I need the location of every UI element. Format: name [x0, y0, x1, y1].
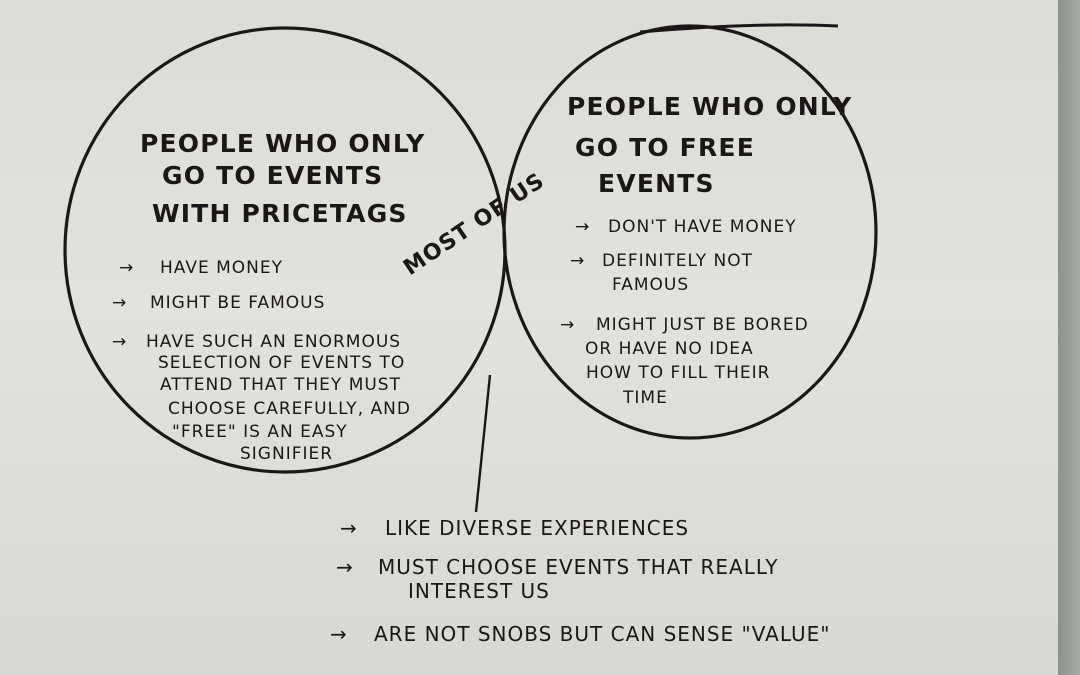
arrow-icon: →	[560, 315, 575, 335]
intersection-items: → LIKE DIVERSE EXPERIENCES → MUST CHOOSE…	[330, 516, 830, 646]
left-set-title: PEOPLE WHO ONLY GO TO EVENTS WITH PRICET…	[140, 129, 425, 228]
arrow-icon: →	[112, 293, 127, 313]
list-item: TIME	[622, 388, 668, 408]
right-title-line: EVENTS	[598, 169, 715, 198]
circle-overdraw-tail	[639, 23, 839, 34]
list-item: DEFINITELY NOT	[602, 251, 753, 271]
list-item: HAVE SUCH AN ENORMOUS	[146, 332, 401, 352]
list-item: "FREE" IS AN EASY	[172, 422, 348, 442]
list-item: MUST CHOOSE EVENTS THAT REALLY	[378, 555, 779, 579]
arrow-icon: →	[570, 251, 585, 271]
list-item: MIGHT JUST BE BORED	[596, 315, 809, 335]
arrow-icon: →	[575, 217, 590, 237]
list-item: SELECTION OF EVENTS TO	[158, 353, 405, 373]
left-title-line: WITH PRICETAGS	[152, 199, 408, 228]
left-title-line: GO TO EVENTS	[162, 161, 383, 190]
table-edge	[1058, 0, 1080, 675]
list-item: SIGNIFIER	[240, 444, 333, 464]
list-item: OR HAVE NO IDEA	[585, 339, 754, 359]
right-set-items: → DON'T HAVE MONEY → DEFINITELY NOT FAMO…	[560, 217, 809, 408]
right-title-line: PEOPLE WHO ONLY	[567, 92, 852, 121]
arrow-icon: →	[112, 332, 127, 352]
arrow-icon: →	[330, 622, 348, 646]
list-item: LIKE DIVERSE EXPERIENCES	[385, 516, 689, 540]
list-item: MIGHT BE FAMOUS	[150, 293, 325, 313]
list-item: FAMOUS	[612, 275, 689, 295]
left-set-items: → HAVE MONEY → MIGHT BE FAMOUS → HAVE SU…	[112, 258, 411, 464]
intersection-label: MOST OF US	[399, 168, 549, 281]
right-set-circle	[502, 24, 878, 440]
right-title-line: GO TO FREE	[575, 133, 755, 162]
arrow-icon: →	[336, 555, 354, 579]
right-set-title: PEOPLE WHO ONLY GO TO FREE EVENTS	[567, 92, 852, 198]
list-item: DON'T HAVE MONEY	[608, 217, 797, 237]
list-item: ATTEND THAT THEY MUST	[160, 375, 401, 395]
intersection-pointer-line	[474, 374, 492, 513]
left-title-line: PEOPLE WHO ONLY	[140, 129, 425, 158]
arrow-icon: →	[119, 258, 134, 278]
list-item: HOW TO FILL THEIR	[586, 363, 770, 383]
list-item: CHOOSE CAREFULLY, AND	[168, 399, 411, 419]
list-item: HAVE MONEY	[160, 258, 283, 278]
list-item: INTEREST US	[408, 579, 550, 603]
arrow-icon: →	[340, 516, 358, 540]
list-item: ARE NOT SNOBS BUT CAN SENSE "VALUE"	[374, 622, 830, 646]
